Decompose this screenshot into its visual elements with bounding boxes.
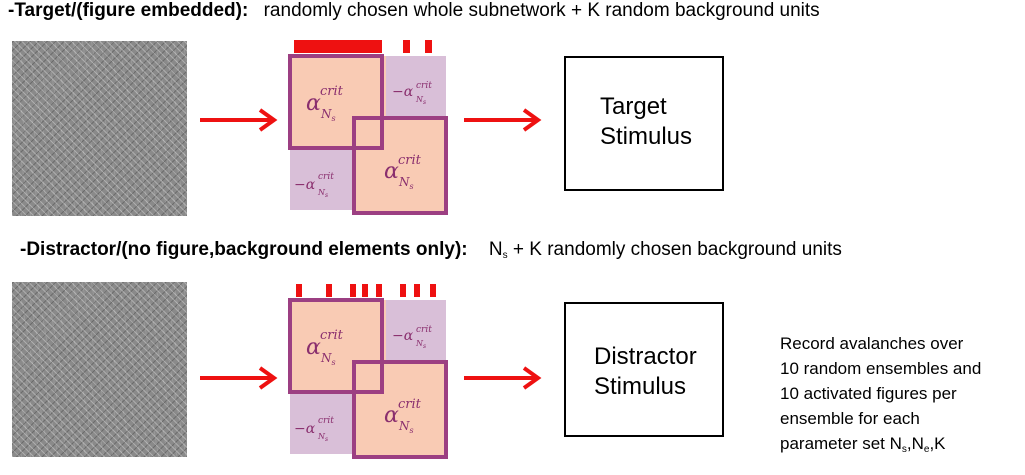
distractor-activation-matrix: α crit Ns −α crit Ns −α crit Ns α crit N…: [288, 282, 468, 475]
distractor-stimulus-box: Distractor Stimulus: [564, 302, 724, 437]
target-stimulus-label: Target Stimulus: [600, 93, 693, 150]
background-unit-bar: [362, 284, 368, 297]
svg-text:crit: crit: [416, 81, 432, 91]
right-arrow-icon: [464, 366, 542, 390]
svg-text:−α: −α: [294, 177, 316, 193]
svg-text:−α: −α: [392, 84, 414, 100]
target-description: randomly chosen whole subnetwork + K ran…: [263, 0, 820, 21]
svg-text:Ns: Ns: [317, 432, 328, 443]
target-colon: :: [242, 0, 249, 21]
target-activation-matrix: α crit Ns −α crit Ns −α crit Ns α crit N…: [288, 38, 468, 238]
target-headline: -Target/(figure embedded): randomly chos…: [8, 0, 820, 22]
right-arrow-icon: [464, 108, 542, 132]
distractor-description: Ns + K randomly chosen background units: [488, 239, 842, 261]
target-stimulus-patch: [12, 41, 187, 216]
recording-note: Record avalanches over 10 random ensembl…: [780, 334, 982, 455]
svg-text:Ns: Ns: [415, 339, 426, 350]
svg-text:α: α: [384, 403, 399, 428]
background-unit-bar: [400, 284, 406, 297]
svg-text:α: α: [384, 159, 399, 184]
distractor-stimulus-label: Distractor Stimulus: [594, 343, 697, 400]
distractor-headline: -Distractor/(no figure,background elemen…: [20, 239, 842, 267]
svg-text:α: α: [306, 335, 321, 360]
svg-text:crit: crit: [320, 84, 344, 99]
svg-text:crit: crit: [416, 325, 432, 335]
background-unit-bar: [403, 40, 410, 53]
distractor-stimulus-patch: [12, 282, 187, 457]
background-unit-bar: [376, 284, 382, 297]
svg-text:crit: crit: [320, 328, 344, 343]
right-arrow-icon: [200, 108, 278, 132]
background-unit-bar: [430, 284, 436, 297]
background-unit-bar: [296, 284, 302, 297]
svg-text:α: α: [306, 91, 321, 116]
svg-text:−α: −α: [392, 328, 414, 344]
background-unit-bar: [425, 40, 432, 53]
svg-text:crit: crit: [318, 172, 334, 182]
active-subnetwork-bar: [294, 40, 382, 53]
background-unit-bar: [326, 284, 332, 297]
background-unit-bar: [350, 284, 356, 297]
right-arrow-icon: [200, 366, 278, 390]
svg-text:−α: −α: [294, 421, 316, 437]
target-stimulus-box: Target Stimulus: [564, 56, 724, 191]
svg-text:Ns: Ns: [415, 95, 426, 106]
svg-text:crit: crit: [318, 416, 334, 426]
target-label: -Target/(figure embedded): [8, 0, 242, 21]
svg-text:Ns: Ns: [317, 188, 328, 199]
background-unit-bar: [414, 284, 420, 297]
svg-text:crit: crit: [398, 397, 422, 412]
distractor-label: -Distractor/(no figure,background elemen…: [20, 239, 468, 260]
svg-text:crit: crit: [398, 153, 422, 168]
